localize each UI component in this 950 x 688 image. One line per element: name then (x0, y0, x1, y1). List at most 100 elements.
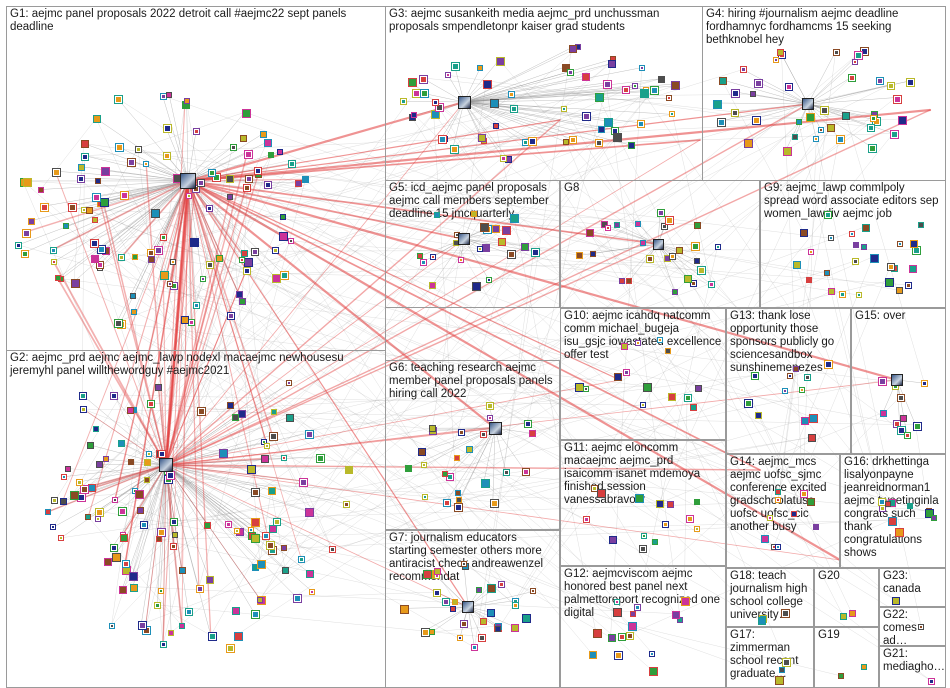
node-g3[interactable] (561, 105, 568, 112)
node-g2[interactable] (153, 601, 161, 609)
node-g2[interactable] (77, 493, 87, 503)
node-g2[interactable] (80, 485, 90, 495)
node-g2[interactable] (138, 621, 148, 631)
hub-node-g3[interactable] (457, 95, 471, 109)
node-g5[interactable] (471, 210, 478, 217)
node-g1[interactable] (37, 186, 44, 193)
node-g2[interactable] (171, 532, 178, 539)
node-g9[interactable] (839, 290, 847, 298)
node-g8[interactable] (684, 275, 693, 284)
node-g5[interactable] (491, 224, 500, 233)
node-g11[interactable] (596, 489, 606, 499)
node-g7[interactable] (486, 608, 495, 617)
node-g13[interactable] (803, 373, 811, 381)
node-g1[interactable] (95, 261, 104, 270)
node-g3[interactable] (608, 60, 617, 69)
node-g10[interactable] (695, 385, 703, 393)
node-g2[interactable] (59, 498, 67, 506)
node-g6[interactable] (404, 465, 412, 472)
node-g3[interactable] (665, 95, 672, 102)
node-g3[interactable] (632, 82, 639, 89)
node-g2[interactable] (272, 517, 281, 526)
node-g6[interactable] (458, 429, 465, 437)
node-g14[interactable] (790, 511, 797, 518)
node-g7[interactable] (510, 623, 519, 632)
node-g1[interactable] (63, 223, 70, 230)
node-g1[interactable] (229, 143, 237, 151)
node-g1[interactable] (235, 291, 243, 299)
node-g2[interactable] (157, 449, 166, 458)
node-g7[interactable] (460, 620, 469, 629)
node-g9[interactable] (851, 257, 859, 265)
node-g2[interactable] (260, 439, 267, 446)
node-g2[interactable] (293, 594, 303, 604)
node-g8[interactable] (600, 221, 608, 229)
node-g3[interactable] (622, 86, 631, 95)
node-g10[interactable] (640, 402, 647, 409)
node-g1[interactable] (206, 204, 214, 212)
node-g11[interactable] (651, 538, 658, 545)
node-g2[interactable] (69, 491, 79, 501)
node-g2[interactable] (309, 588, 316, 595)
node-g3[interactable] (438, 134, 448, 144)
node-g8[interactable] (618, 278, 625, 285)
node-g2[interactable] (250, 517, 260, 527)
node-g9[interactable] (861, 223, 870, 232)
node-g14[interactable] (807, 497, 816, 506)
node-g1[interactable] (130, 308, 137, 315)
hub-node-g15[interactable] (891, 374, 903, 386)
node-g8[interactable] (625, 278, 632, 285)
node-g2[interactable] (143, 459, 151, 467)
node-g2[interactable] (128, 459, 135, 466)
node-g9[interactable] (827, 288, 835, 296)
node-g13[interactable] (793, 365, 800, 372)
node-g16[interactable] (878, 498, 887, 507)
node-g1[interactable] (91, 254, 100, 263)
node-g18[interactable] (758, 616, 767, 625)
node-g1[interactable] (54, 275, 61, 282)
node-g6[interactable] (442, 471, 449, 478)
node-g1[interactable] (80, 140, 89, 149)
node-g4[interactable] (739, 66, 747, 74)
node-g4[interactable] (750, 91, 757, 98)
node-g6[interactable] (503, 469, 511, 477)
node-g6[interactable] (524, 419, 533, 428)
node-g2[interactable] (342, 500, 350, 508)
node-g1[interactable] (279, 231, 289, 241)
node-g4[interactable] (842, 111, 851, 120)
node-g1[interactable] (185, 192, 192, 199)
node-g7[interactable] (511, 601, 519, 609)
node-g8[interactable] (693, 257, 700, 264)
node-g7[interactable] (456, 634, 463, 641)
node-g3[interactable] (499, 154, 507, 162)
node-g3[interactable] (566, 68, 574, 76)
node-g6[interactable] (429, 425, 437, 433)
node-g4[interactable] (876, 76, 885, 85)
node-g2[interactable] (286, 380, 293, 387)
node-g16[interactable] (879, 505, 887, 513)
node-g16[interactable] (906, 502, 913, 509)
node-g2[interactable] (142, 625, 152, 635)
node-g7[interactable] (530, 588, 537, 595)
node-g8[interactable] (614, 221, 621, 228)
node-g2[interactable] (196, 407, 206, 417)
node-g2[interactable] (280, 544, 287, 551)
node-g8[interactable] (645, 254, 654, 263)
node-g4[interactable] (892, 94, 902, 104)
node-g2[interactable] (118, 507, 128, 516)
node-g6[interactable] (521, 467, 530, 476)
node-g2[interactable] (248, 526, 255, 533)
node-g7[interactable] (471, 644, 479, 652)
node-g12[interactable] (634, 603, 641, 611)
node-g5[interactable] (472, 281, 482, 291)
node-g7[interactable] (460, 561, 467, 568)
node-g1[interactable] (264, 139, 273, 148)
node-g8[interactable] (634, 220, 641, 227)
node-g2[interactable] (79, 391, 88, 400)
node-g1[interactable] (143, 160, 150, 167)
node-g3[interactable] (418, 74, 428, 84)
node-g7[interactable] (433, 588, 442, 597)
node-g13[interactable] (809, 414, 819, 424)
node-g1[interactable] (192, 301, 200, 309)
node-g3[interactable] (420, 88, 430, 98)
